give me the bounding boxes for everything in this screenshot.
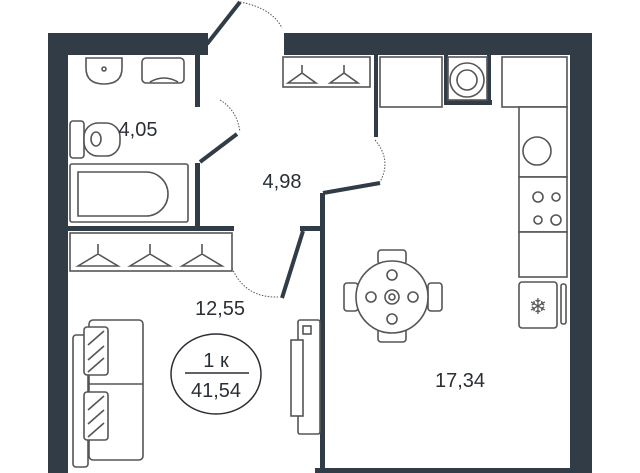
stove-icon <box>518 176 568 233</box>
sofa-icon <box>72 319 144 468</box>
bathtub-icon <box>69 163 189 223</box>
total-area: 41,54 <box>191 380 241 402</box>
toilet-icon <box>69 120 121 159</box>
dining-table-icon <box>343 249 443 343</box>
room-area-hallway: 4,98 <box>263 171 302 193</box>
apartment-type: 1 к <box>203 350 229 372</box>
tv-stand-icon <box>290 319 321 435</box>
walls <box>48 33 592 473</box>
room-area-kitchen: 17,34 <box>435 370 485 392</box>
kitchen-counter <box>379 56 568 278</box>
washing-machine-icon <box>141 57 185 84</box>
wardrobe-hallway <box>282 56 371 88</box>
apartment-summary-badge: 1 к 41,54 <box>170 333 262 415</box>
sink-icon <box>85 57 123 85</box>
fridge-icon: ❄ <box>518 281 567 329</box>
doors <box>198 0 386 299</box>
wardrobe-living <box>69 232 233 272</box>
room-area-bathroom: 4,05 <box>119 119 158 141</box>
svg-text:❄: ❄ <box>529 295 547 320</box>
room-area-living-room: 12,55 <box>195 298 245 320</box>
